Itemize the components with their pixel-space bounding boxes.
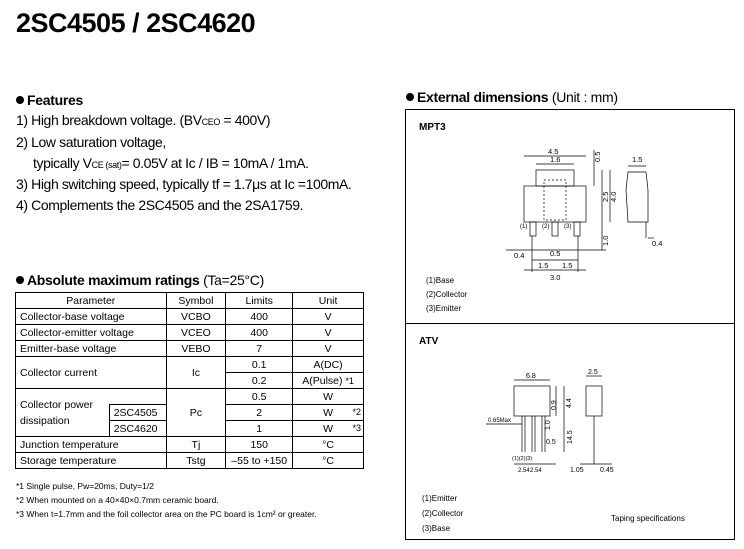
svg-text:2.54: 2.54 xyxy=(530,468,542,474)
ratings-table: Parameter Symbol Limits Unit Collector-b… xyxy=(15,292,364,469)
pin-legend: (2)Collector xyxy=(426,290,468,299)
feature-item-3: 3) High switching speed, typically tf = … xyxy=(16,176,352,192)
dimensions-heading: External dimensions (Unit : mm) xyxy=(406,89,618,105)
table-row: Collector-emitter voltage VCEO 400 V xyxy=(15,324,364,341)
feature-item-1: 1) High breakdown voltage. (BVCEO = 400V… xyxy=(16,112,271,128)
footnote: *3 When t=1.7mm and the foil collector a… xyxy=(16,509,317,519)
atv-drawing: 6.8 2.5 4.4 0.9 1.0 14.5 0.65Max 0.5 (1)… xyxy=(486,369,614,474)
svg-text:1.5: 1.5 xyxy=(562,261,572,270)
ratings-heading: Absolute maximum ratings (Ta=25°C) xyxy=(16,272,264,288)
bullet-icon xyxy=(406,93,414,101)
pin-legend: (1)Emitter xyxy=(422,494,458,503)
table-row: Collector current Ic 0.1 A(DC) xyxy=(15,356,364,389)
svg-text:(2): (2) xyxy=(542,224,549,230)
column-header: Limits xyxy=(225,292,294,309)
column-header: Parameter xyxy=(15,292,167,309)
svg-text:0.5: 0.5 xyxy=(593,152,602,162)
svg-text:(1)(2)(3): (1)(2)(3) xyxy=(512,456,532,462)
svg-text:0.4: 0.4 xyxy=(652,239,662,248)
footnote: *2 When mounted on a 40×40×0.7mm ceramic… xyxy=(16,495,219,505)
table-row: Junction temperature Tj 150 °C xyxy=(15,436,364,453)
svg-text:(3): (3) xyxy=(564,224,571,230)
svg-text:4.0: 4.0 xyxy=(609,192,618,202)
svg-text:1.5: 1.5 xyxy=(538,261,548,270)
svg-text:6.8: 6.8 xyxy=(526,373,536,380)
svg-text:0.5: 0.5 xyxy=(550,249,560,258)
svg-text:0.9: 0.9 xyxy=(551,400,558,410)
table-row: 2SC4620 1 W*3 xyxy=(16,420,364,437)
table-row: Emitter-base voltage VEBO 7 V xyxy=(15,340,364,357)
svg-text:2.5: 2.5 xyxy=(588,369,598,376)
svg-text:0.4: 0.4 xyxy=(514,251,524,260)
feature-item-4: 4) Complements the 2SC4505 and the 2SA17… xyxy=(16,197,304,213)
column-header: Symbol xyxy=(165,292,227,309)
svg-text:1.5: 1.5 xyxy=(632,155,642,164)
svg-text:0.5: 0.5 xyxy=(546,439,556,446)
svg-text:1.05: 1.05 xyxy=(570,467,584,474)
svg-text:2.54: 2.54 xyxy=(518,468,530,474)
features-heading: Features xyxy=(16,92,83,108)
page-title: 2SC4505 / 2SC4620 xyxy=(16,8,256,38)
svg-text:1.0: 1.0 xyxy=(601,236,610,246)
svg-text:(1): (1) xyxy=(520,224,527,230)
feature-item-2-detail: typically VCE (sat)= 0.05V at Ic / IB = … xyxy=(33,155,309,171)
svg-text:1.0: 1.0 xyxy=(545,420,552,430)
taping-spec-label: Taping specifications xyxy=(611,514,685,523)
table-row: Storage temperature Tstg –55 to +150 °C xyxy=(15,452,364,469)
pin-legend: (3)Emitter xyxy=(426,304,462,313)
package-name: MPT3 xyxy=(419,122,446,133)
mpt3-drawing: 4.5 1.6 0.5 2.5 4.0 1.0 1.5 0.4 0.4 0.5 … xyxy=(506,147,662,282)
pin-legend: (2)Collector xyxy=(422,509,464,518)
table-row: Collector-base voltage VCBO 400 V xyxy=(15,308,364,325)
package-name: ATV xyxy=(419,336,439,347)
table-row: 2SC4505 2 W*2 xyxy=(16,404,364,421)
pin-legend: (3)Base xyxy=(422,524,451,533)
bullet-icon xyxy=(16,96,24,104)
column-header: Unit xyxy=(292,292,364,309)
svg-text:4.5: 4.5 xyxy=(548,147,558,156)
svg-text:1.6: 1.6 xyxy=(550,155,560,164)
svg-text:3.0: 3.0 xyxy=(550,273,560,282)
table-header-row: Parameter Symbol Limits Unit xyxy=(15,292,364,309)
bullet-icon xyxy=(16,276,24,284)
mpt3-panel: MPT3 xyxy=(405,109,735,324)
atv-panel: ATV 6.8 2.5 4.4 xyxy=(405,323,735,540)
pin-legend: (1)Base xyxy=(426,276,455,285)
svg-text:0.45: 0.45 xyxy=(600,467,614,474)
feature-item-2: 2) Low saturation voltage, xyxy=(16,134,166,150)
footnote: *1 Single pulse, Pw=20ms, Duty=1/2 xyxy=(16,481,154,491)
svg-text:0.65Max: 0.65Max xyxy=(488,418,511,424)
svg-text:2.5: 2.5 xyxy=(601,192,610,202)
svg-text:14.5: 14.5 xyxy=(567,430,574,444)
svg-text:4.4: 4.4 xyxy=(566,398,573,408)
